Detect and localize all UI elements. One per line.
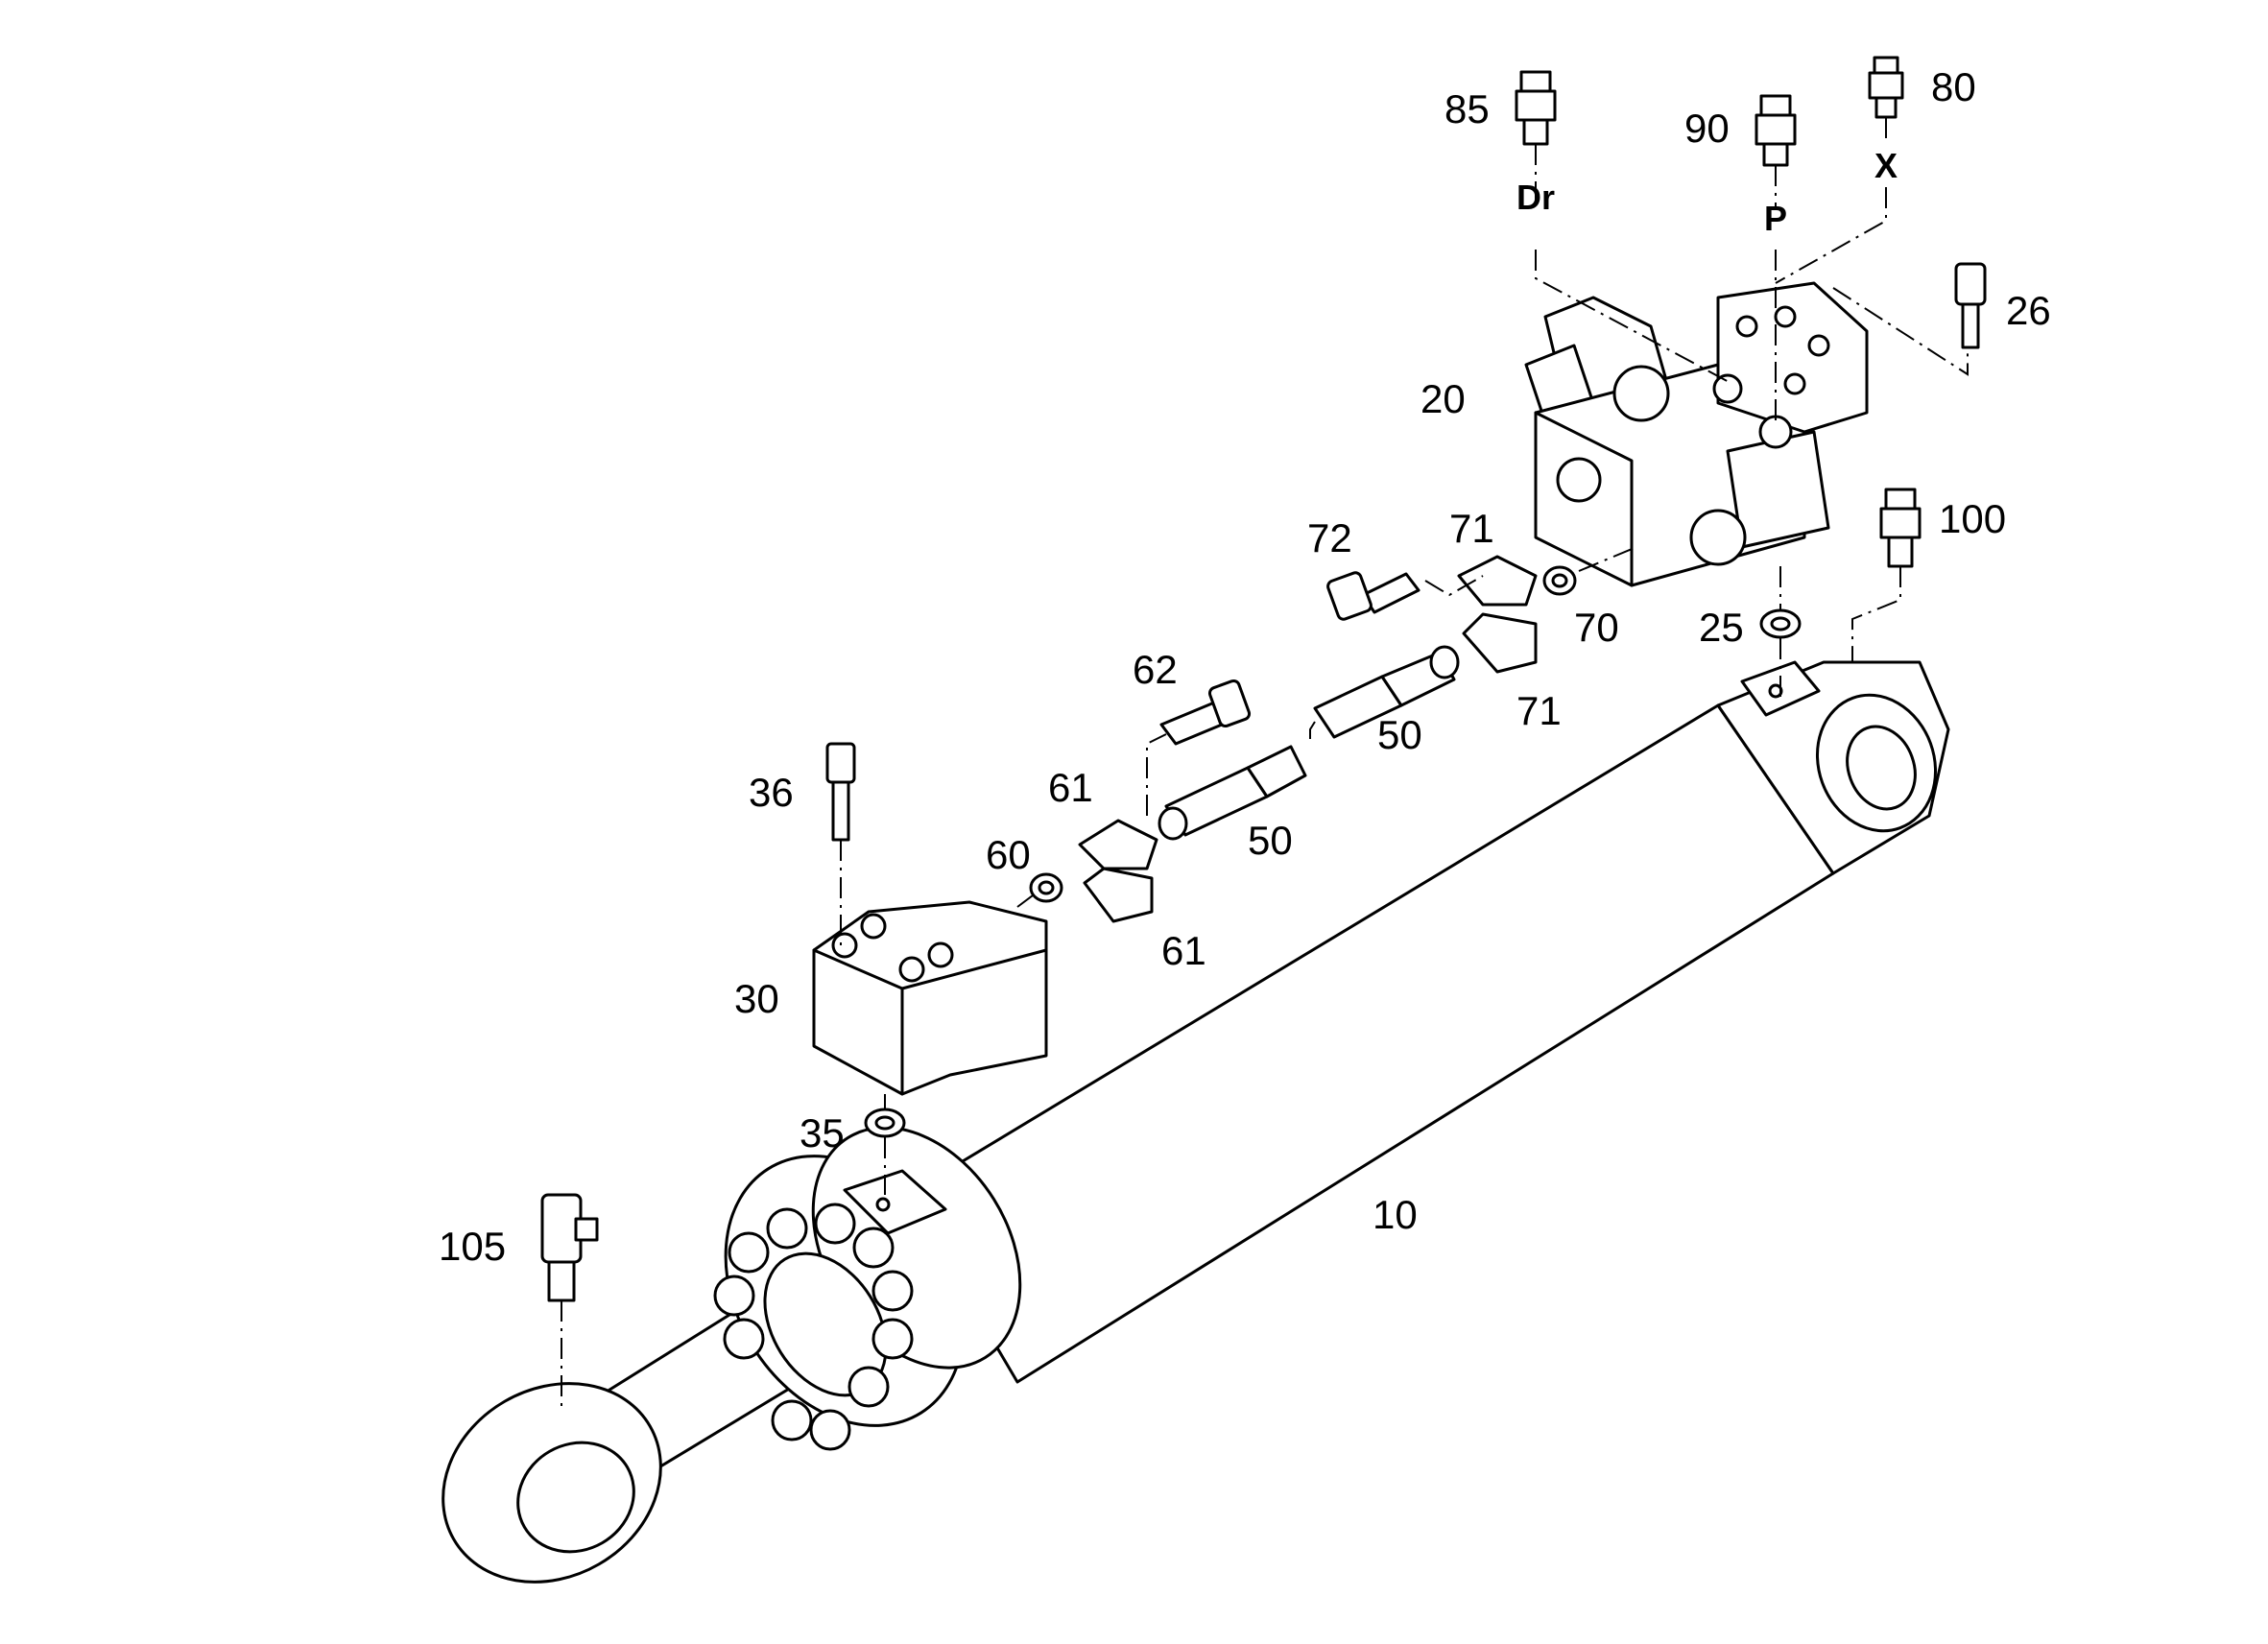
rod-eye bbox=[442, 1382, 662, 1584]
callout-60: 60 bbox=[986, 832, 1031, 877]
bolt-36 bbox=[825, 742, 856, 842]
fitting-90 bbox=[1755, 94, 1797, 167]
bolt-72 bbox=[1326, 571, 1420, 621]
callout-80: 80 bbox=[1931, 64, 1976, 109]
callout-labels: 85 90 80 26 20 72 71 70 25 100 71 62 50 … bbox=[439, 64, 2051, 1269]
valve-block bbox=[1524, 281, 1869, 587]
fitting-105 bbox=[540, 1193, 599, 1302]
assembly-lines bbox=[561, 117, 1969, 1411]
callout-71-lower: 71 bbox=[1516, 688, 1562, 733]
callout-105: 105 bbox=[439, 1224, 506, 1269]
callout-61-lower: 61 bbox=[1161, 928, 1206, 973]
fitting-80 bbox=[1868, 56, 1904, 119]
callout-71-upper: 71 bbox=[1449, 506, 1494, 551]
port-label-p: P bbox=[1764, 199, 1787, 238]
flange-bolts bbox=[713, 1203, 914, 1451]
callout-72: 72 bbox=[1307, 515, 1352, 560]
cylinder-assembly bbox=[442, 660, 1950, 1584]
callout-50-upper: 50 bbox=[1377, 712, 1422, 757]
clamp-halves-71 bbox=[1457, 555, 1538, 674]
callout-50-lower: 50 bbox=[1248, 818, 1293, 863]
port-label-x: X bbox=[1874, 146, 1898, 185]
callout-85: 85 bbox=[1444, 86, 1490, 131]
fitting-100 bbox=[1879, 488, 1922, 568]
callout-20: 20 bbox=[1420, 376, 1466, 421]
manifold-block bbox=[812, 900, 1048, 1096]
callout-100: 100 bbox=[1939, 496, 2006, 541]
seal-25 bbox=[1759, 608, 1802, 639]
bolt-26 bbox=[1954, 262, 1987, 349]
clamp-halves-61 bbox=[1078, 819, 1158, 923]
callout-62: 62 bbox=[1133, 647, 1178, 692]
port-labels: Dr P X bbox=[1516, 146, 1898, 238]
callout-61-upper: 61 bbox=[1048, 765, 1093, 810]
seal-60 bbox=[1029, 872, 1063, 903]
spool-50-lower bbox=[1158, 745, 1307, 841]
callout-30: 30 bbox=[734, 976, 779, 1021]
fitting-85 bbox=[1515, 70, 1557, 146]
port-label-dr: Dr bbox=[1516, 178, 1555, 217]
front-flange bbox=[713, 1126, 1022, 1451]
bolt-62 bbox=[1159, 679, 1252, 746]
callout-90: 90 bbox=[1684, 106, 1730, 151]
callout-35: 35 bbox=[800, 1110, 845, 1156]
callout-10: 10 bbox=[1373, 1192, 1418, 1237]
callout-25: 25 bbox=[1699, 605, 1744, 650]
spool-50-upper bbox=[1313, 645, 1460, 739]
seal-35 bbox=[864, 1108, 906, 1138]
callout-26: 26 bbox=[2006, 288, 2051, 333]
callout-70: 70 bbox=[1574, 605, 1619, 650]
seal-70 bbox=[1542, 565, 1577, 596]
callout-36: 36 bbox=[749, 770, 794, 815]
